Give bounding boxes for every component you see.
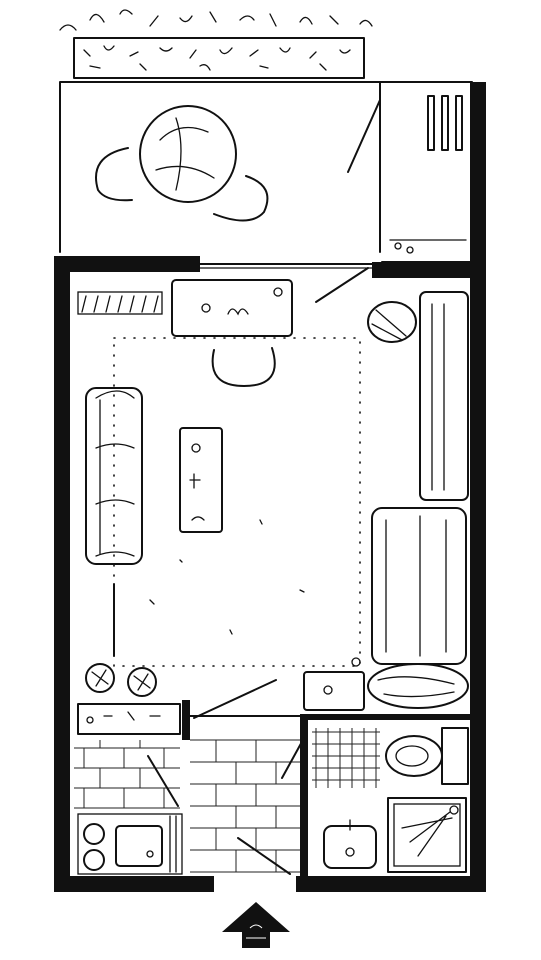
entry-hall xyxy=(74,679,305,875)
armchair xyxy=(367,301,417,343)
coffee-table xyxy=(179,427,223,533)
entrance-door xyxy=(237,837,291,875)
balcony xyxy=(59,81,473,263)
rug xyxy=(113,337,361,667)
balcony-chair-left xyxy=(95,147,133,202)
bathroom-sink xyxy=(323,819,377,869)
walls xyxy=(54,82,486,892)
toilet xyxy=(385,727,469,785)
bathroom-door xyxy=(281,737,305,779)
balcony-table xyxy=(139,105,237,203)
hall-door-swing xyxy=(193,679,277,719)
balcony-door xyxy=(199,263,373,303)
kitchen-door xyxy=(147,755,179,807)
pillow xyxy=(367,663,469,709)
kitchenette xyxy=(77,813,183,875)
kitchen-sink xyxy=(115,825,163,867)
balcony-storage-cabinet xyxy=(389,95,467,254)
sofa xyxy=(85,387,143,565)
planter-box xyxy=(59,9,373,79)
bathroom-tiles xyxy=(312,728,380,788)
low-cabinet xyxy=(77,703,181,735)
plants xyxy=(85,663,157,697)
arrow-up-icon xyxy=(222,902,290,948)
sofa-bed-upper xyxy=(419,291,469,501)
side-table xyxy=(303,657,365,711)
desk xyxy=(171,279,293,337)
bookshelf xyxy=(77,291,163,315)
bed xyxy=(371,507,467,665)
balcony-chair-right xyxy=(213,175,269,222)
living-sleeping-room xyxy=(77,279,469,735)
stove xyxy=(83,823,105,871)
shower xyxy=(387,797,467,873)
bathroom xyxy=(312,727,469,873)
desk-chair xyxy=(211,347,276,387)
